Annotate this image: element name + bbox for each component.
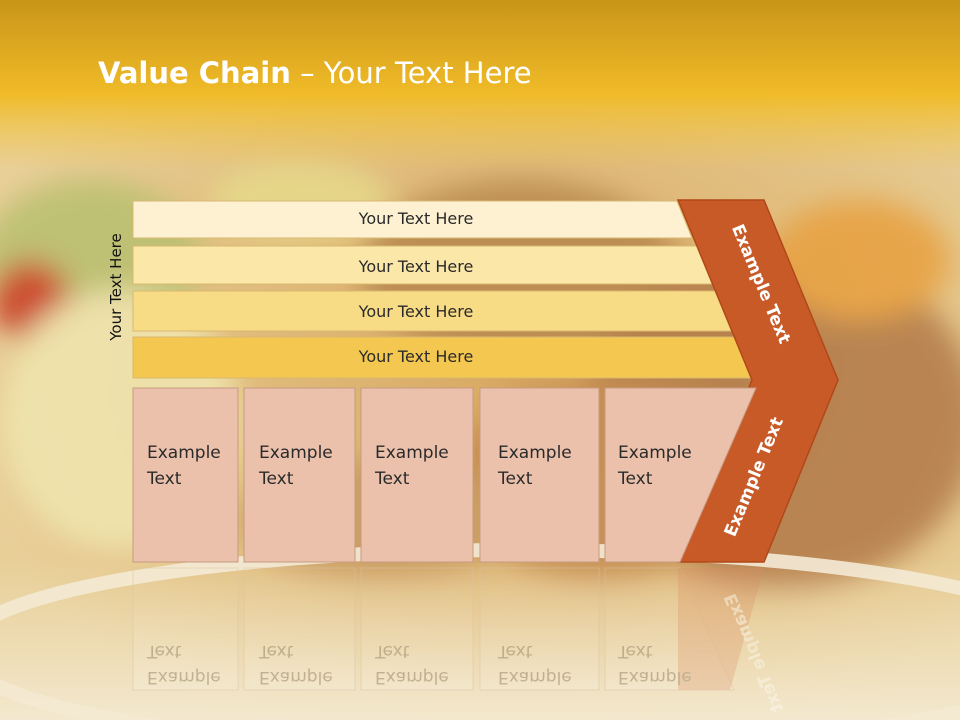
band-2: Your Text Here [132,245,717,285]
box-1-line1: Example [147,443,221,463]
box-3-line1: Example [375,443,449,463]
reflection-box-1-line1: Example [147,667,221,687]
reflection: Example Text Example Text Example Text E… [132,567,788,715]
box-4: Example Text [479,387,600,563]
box-1: Example Text [132,387,239,563]
title-rest: – Your Text Here [290,56,532,90]
box-3-line2: Text [374,469,410,489]
box-2-line2: Text [258,469,294,489]
reflection-box-4-line1: Example [498,667,572,687]
title-bold: Value Chain [98,56,291,90]
reflection-box-3-line2: Text [374,641,410,661]
band-4: Your Text Here [132,336,763,379]
box-2-line1: Example [259,443,333,463]
reflection-box-2-line2: Text [258,641,294,661]
box-5-line2: Text [617,469,653,489]
band-1: Your Text Here [132,200,693,239]
box-1-line2: Text [146,469,182,489]
reflection-box-4-line2: Text [497,641,533,661]
box-5: Example Text [604,387,757,563]
box-2: Example Text [243,387,356,563]
box-3: Example Text [360,387,474,563]
band-3: Your Text Here [132,290,739,332]
box-4-line1: Example [498,443,572,463]
reflection-box-1-line2: Text [146,641,182,661]
reflection-box-3-line1: Example [375,667,449,687]
reflection-box-5-line2: Text [617,641,653,661]
reflection-box-2-line1: Example [259,667,333,687]
reflection-box-5-line1: Example [618,667,692,687]
band-2-label: Your Text Here [358,257,474,276]
box-5-line1: Example [618,443,692,463]
band-1-label: Your Text Here [358,209,474,228]
band-4-label: Your Text Here [358,347,474,366]
slide-title: Value Chain – Your Text Here [98,56,532,90]
box-4-line2: Text [497,469,533,489]
band-3-label: Your Text Here [358,302,474,321]
